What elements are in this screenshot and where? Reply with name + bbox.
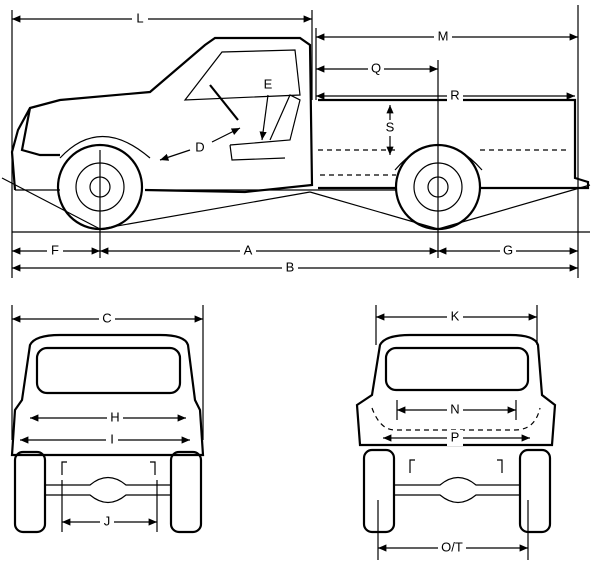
label-D: D xyxy=(195,139,204,154)
label-P: P xyxy=(451,429,460,444)
seat xyxy=(229,94,301,161)
label-R: R xyxy=(450,87,459,102)
label-M: M xyxy=(438,28,449,43)
front-left-tire xyxy=(13,450,47,534)
label-N: N xyxy=(450,401,459,416)
label-F: F xyxy=(51,242,59,257)
front-body-outline xyxy=(10,333,205,457)
label-H: H xyxy=(110,409,119,424)
label-C: C xyxy=(102,310,111,325)
label-B: B xyxy=(286,259,295,274)
label-J: J xyxy=(104,513,111,528)
cab-window xyxy=(183,49,301,101)
label-K: K xyxy=(451,308,460,323)
front-view: C H I J xyxy=(10,305,205,534)
label-L: L xyxy=(136,10,143,25)
rear-left-tire xyxy=(362,448,396,534)
label-O-T: O/T xyxy=(441,539,463,554)
front-right-tire xyxy=(169,450,203,534)
label-G: G xyxy=(503,242,513,257)
label-S: S xyxy=(386,119,395,134)
rear-body-outline xyxy=(355,333,557,447)
truck-cab-outline xyxy=(10,36,314,194)
front-window xyxy=(35,346,182,395)
rear-view: K N P O/T xyxy=(355,305,557,560)
rear-window xyxy=(384,346,530,392)
side-view: L M Q E R S D F A G B xyxy=(1,5,591,278)
label-Q: Q xyxy=(371,60,381,75)
label-A: A xyxy=(244,242,253,257)
label-I: I xyxy=(110,431,114,446)
truck-bed-outline xyxy=(318,98,590,190)
rear-right-tire xyxy=(518,448,552,534)
label-E: E xyxy=(264,76,273,91)
